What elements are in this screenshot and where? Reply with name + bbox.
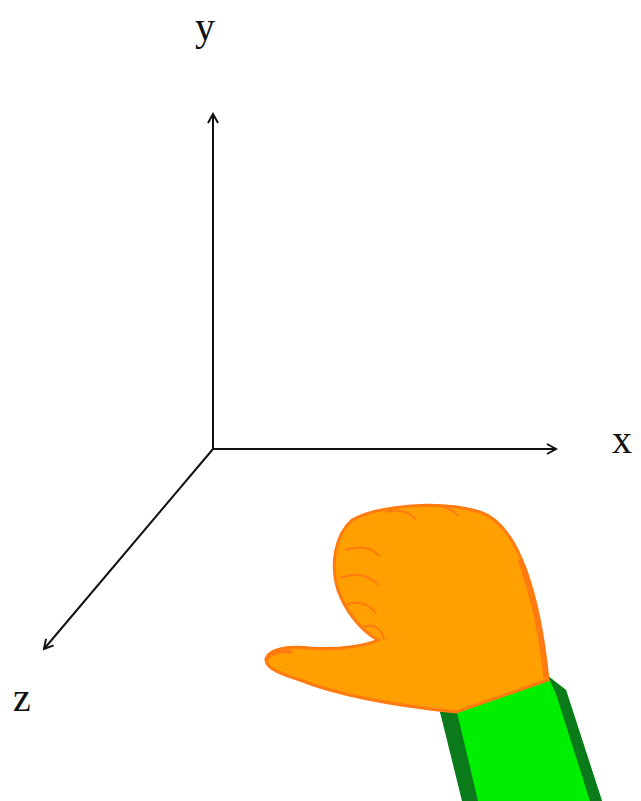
hand-edge xyxy=(520,560,546,678)
knuckle xyxy=(385,510,416,520)
hand-illustration xyxy=(266,505,602,801)
finger-crease xyxy=(362,626,384,640)
z-axis xyxy=(44,449,213,649)
x-axis xyxy=(213,448,556,450)
axis-label: z xyxy=(13,678,31,718)
knuckle xyxy=(425,505,458,516)
sleeve-shade xyxy=(548,676,602,801)
finger-crease xyxy=(345,548,380,556)
axis-label: x xyxy=(612,420,632,460)
hand xyxy=(266,505,548,712)
finger-crease xyxy=(345,603,376,614)
axis-label: y xyxy=(195,7,215,47)
finger-crease xyxy=(340,575,378,585)
hand-backdrop xyxy=(263,497,641,801)
sleeve-shade xyxy=(440,708,478,801)
y-axis xyxy=(212,114,214,449)
thumbnail xyxy=(266,651,292,660)
